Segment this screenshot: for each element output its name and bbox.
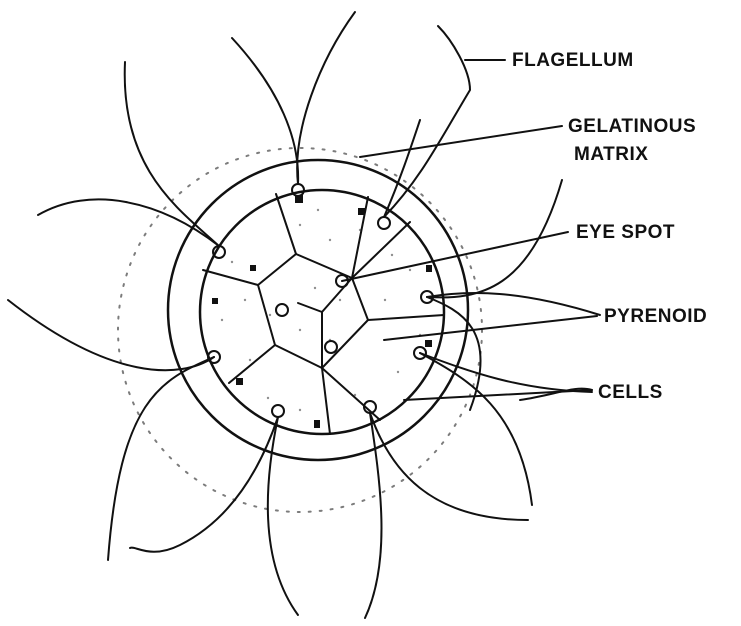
label-eye-spot: EYE SPOT: [576, 222, 675, 243]
label-cells: CELLS: [598, 382, 663, 403]
inner-cell-divider: [298, 278, 352, 368]
label-flagellum: FLAGELLUM: [512, 50, 634, 71]
inner-pentagon: [258, 254, 368, 368]
label-gelatinous: GELATINOUS: [568, 116, 696, 137]
leader-lines: [342, 60, 600, 400]
label-matrix: MATRIX: [574, 144, 648, 165]
label-pyrenoid: PYRENOID: [604, 306, 707, 327]
